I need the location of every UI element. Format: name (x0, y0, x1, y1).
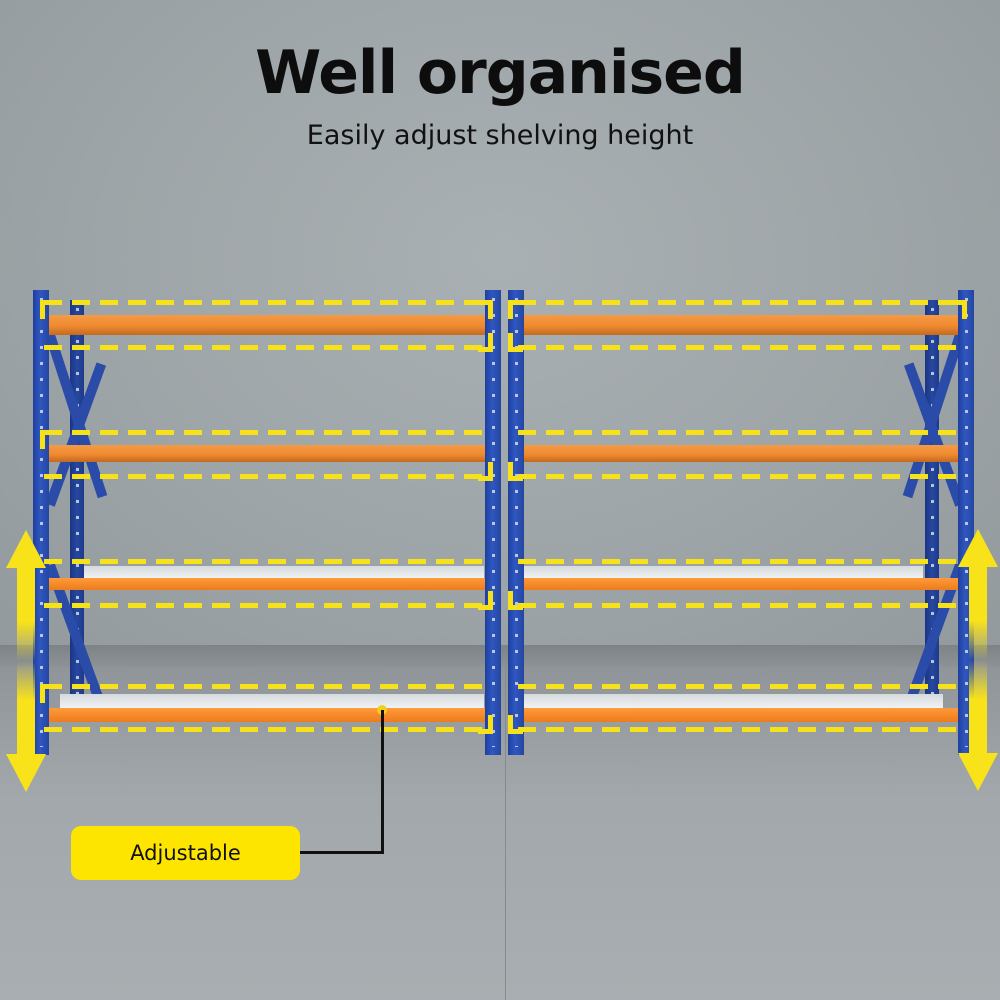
highlight-corner (508, 333, 523, 352)
highlight-dash (518, 727, 963, 732)
highlight-corner (478, 591, 493, 610)
highlight-corner (508, 715, 523, 734)
callout-label: Adjustable (130, 841, 241, 865)
highlight-dash (44, 684, 484, 689)
highlight-dash (518, 300, 963, 305)
highlight-dash (44, 603, 484, 608)
highlight-dash (518, 345, 963, 350)
highlight-dash (44, 300, 484, 305)
shelf-beam-level-1 (516, 315, 966, 335)
highlight-dash (44, 345, 484, 350)
double-arrow-right-icon (958, 529, 998, 791)
frame-post-center-right (508, 290, 524, 755)
highlight-corner (952, 300, 967, 319)
shelf-beam-level-4 (42, 708, 488, 722)
highlight-dash (518, 603, 963, 608)
callout-leader-line (381, 710, 384, 853)
frame-post-center-left (485, 290, 501, 755)
shelf-deck (518, 694, 943, 710)
highlight-corner (508, 300, 523, 319)
highlight-corner (508, 462, 523, 481)
highlight-dash (518, 474, 963, 479)
highlight-corner (478, 300, 493, 319)
shelf-beam-level-1 (42, 315, 488, 335)
shelf-beam-level-3 (42, 578, 488, 590)
highlight-corner (40, 300, 55, 319)
adjustable-callout: Adjustable (71, 826, 300, 880)
highlight-corner (40, 430, 55, 449)
floor-seam (505, 667, 506, 1000)
highlight-corner (40, 684, 55, 703)
highlight-dash (44, 474, 484, 479)
highlight-corner (478, 333, 493, 352)
highlight-dash (44, 727, 484, 732)
double-arrow-left-icon (6, 530, 46, 792)
highlight-dash (44, 430, 484, 435)
headline: Well organised (255, 38, 746, 108)
highlight-corner (478, 715, 493, 734)
highlight-dash (518, 559, 963, 564)
subheadline: Easily adjust shelving height (306, 120, 694, 151)
highlight-corner (508, 591, 523, 610)
highlight-dash (518, 430, 963, 435)
highlight-dash (518, 684, 963, 689)
shelf-beam-level-2 (516, 445, 966, 462)
shelf-deck (84, 566, 484, 580)
shelf-beam-level-2 (42, 445, 488, 462)
shelf-beam-level-4 (516, 708, 966, 722)
highlight-dash (44, 559, 484, 564)
highlight-corner (478, 462, 493, 481)
shelf-deck (518, 566, 923, 580)
callout-leader-line (300, 851, 384, 854)
frame-post-left-front (33, 290, 49, 755)
shelf-beam-level-3 (516, 578, 966, 590)
